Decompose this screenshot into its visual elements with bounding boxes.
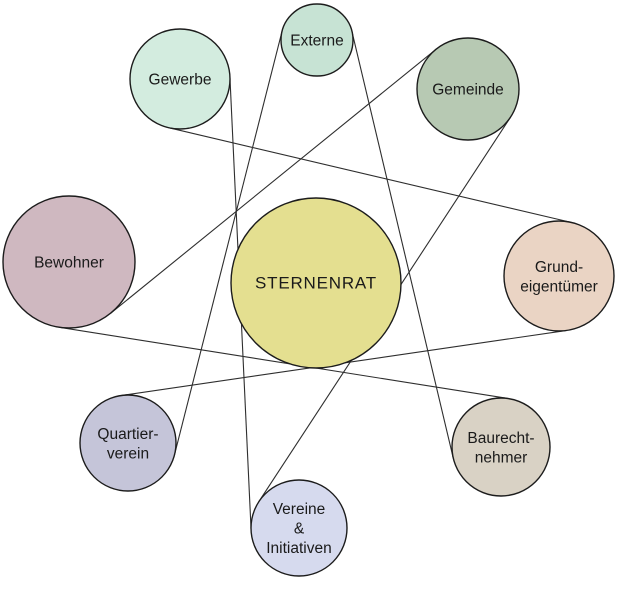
node-sternenrat-circle	[230, 197, 402, 369]
connection-line-gewerbe-grundeigentuemer	[168, 127, 572, 224]
node-vereine_initiativen-label: Vereine&Initiativen	[266, 501, 331, 557]
node-gemeinde-circle	[416, 37, 520, 141]
node-externe-label: Externe	[290, 33, 343, 50]
node-grundeigentuemer-label: Grund-eigentümer	[520, 259, 598, 296]
connection-line-quartierverein-externe	[173, 30, 283, 455]
node-gewerbe-circle	[129, 28, 231, 130]
node-externe-circle	[280, 3, 354, 77]
node-quartierverein-label: Quartier-verein	[97, 426, 158, 463]
node-baurechtnehmer-circle	[451, 397, 551, 497]
nodes-layer	[2, 3, 615, 577]
node-bewohner-circle	[2, 195, 136, 329]
node-quartierverein-circle	[79, 394, 177, 492]
node-bewohner-label: Bewohner	[34, 255, 104, 272]
node-sternenrat-label: STERNENRAT	[255, 274, 377, 293]
node-gemeinde-label: Gemeinde	[432, 82, 504, 99]
connection-line-bewohner-gemeinde	[110, 48, 437, 314]
connection-line-baurechtnehmer-bewohner	[58, 326, 509, 400]
node-baurechtnehmer-label: Baurecht-nehmer	[467, 430, 534, 467]
node-vereine_initiativen-circle	[250, 479, 348, 577]
node-gewerbe-label: Gewerbe	[149, 72, 212, 89]
node-grundeigentuemer-circle	[503, 220, 615, 332]
